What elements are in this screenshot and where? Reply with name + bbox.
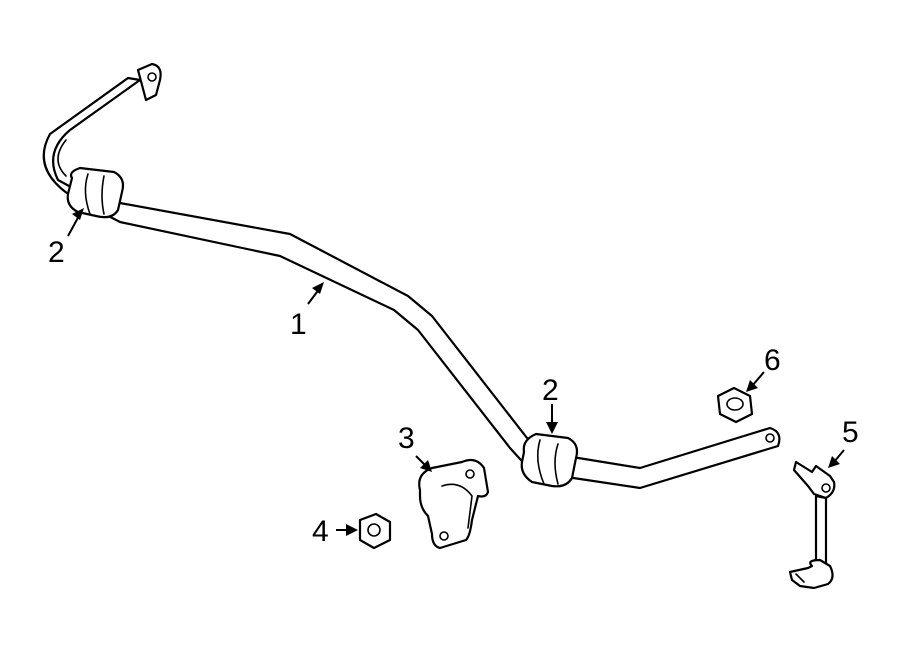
- callout-1: 1: [290, 308, 307, 341]
- callout-6: 6: [764, 344, 781, 377]
- stabilizer-bar: [42, 62, 781, 490]
- callout-labels: 2 1 2 3 4 5 6: [48, 236, 859, 548]
- bushing-bracket: [418, 458, 490, 550]
- bushing-center: [520, 432, 579, 488]
- callout-5: 5: [842, 416, 859, 449]
- leader-lines: [67, 208, 845, 536]
- stabilizer-link: [788, 460, 836, 590]
- callout-4: 4: [312, 515, 329, 548]
- nut-6: [716, 386, 754, 424]
- bushing-left: [66, 166, 125, 219]
- callout-2-left: 2: [48, 236, 65, 269]
- nut-4: [358, 512, 392, 550]
- callout-2-center: 2: [542, 374, 559, 407]
- callout-3: 3: [398, 422, 415, 455]
